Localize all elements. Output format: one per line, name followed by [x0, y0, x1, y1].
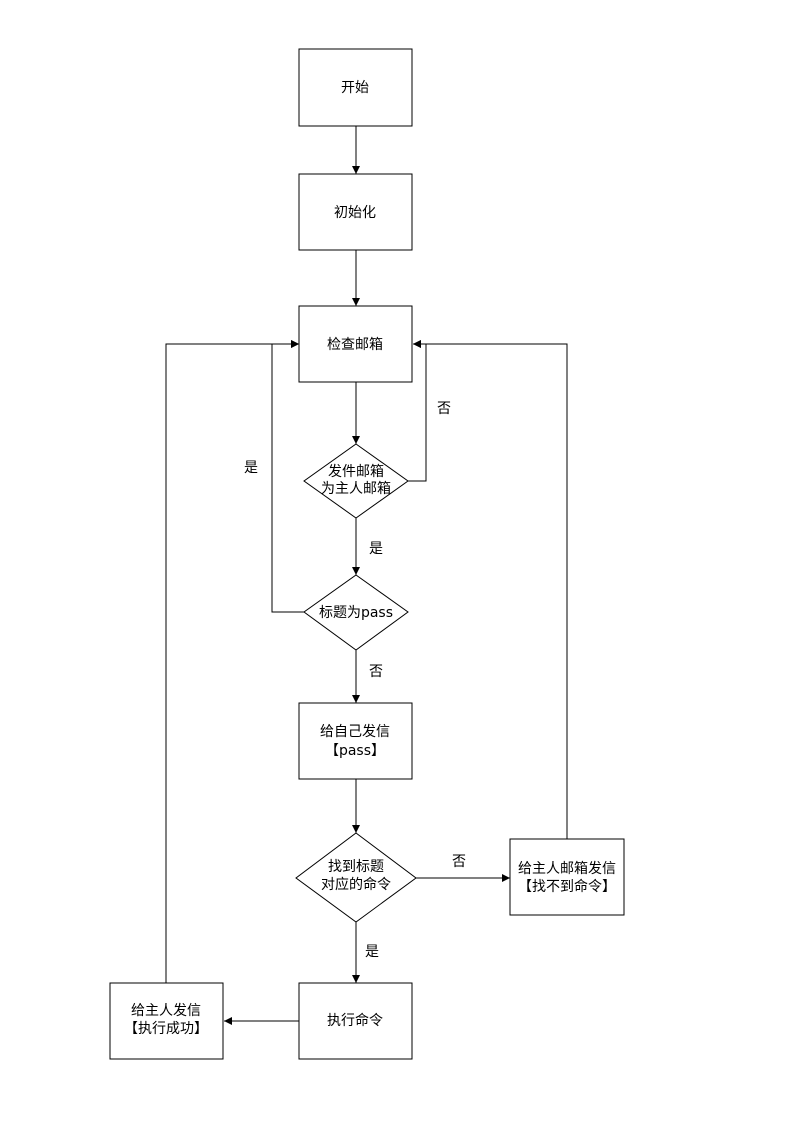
node-check-mail: 检查邮箱 — [298, 305, 413, 383]
node-send-self-line2: 【pass】 — [325, 743, 385, 759]
decision-title-is-pass: 标题为pass — [303, 574, 409, 651]
edge-label-sender-yes: 是 — [369, 541, 383, 557]
edge-label-find-yes: 是 — [365, 944, 379, 960]
decision-sender-is-owner: 发件邮箱 为主人邮箱 — [303, 443, 409, 519]
node-execute-label: 执行命令 — [327, 1012, 383, 1029]
decision-sender-line1: 发件邮箱 — [328, 464, 384, 480]
decision-find-line1: 找到标题 — [328, 859, 384, 875]
node-check-mail-label: 检查邮箱 — [327, 337, 383, 353]
edge-label-sender-no: 否 — [437, 401, 451, 417]
node-notify-not-found-line2: 【找不到命令】 — [518, 878, 616, 895]
node-send-self-line1: 给自己发信 — [320, 724, 390, 740]
edge-title-yes-loop — [271, 340, 304, 613]
edge-success-loop — [165, 340, 299, 983]
node-notify-success: 给主人发信 【执行成功】 — [109, 982, 224, 1060]
node-notify-success-line1: 给主人发信 — [131, 1003, 201, 1019]
edge-label-title-no: 否 — [369, 664, 383, 680]
decision-find-command: 找到标题 对应的命令 — [295, 832, 417, 923]
node-execute: 执行命令 — [298, 982, 413, 1060]
node-send-self: 给自己发信 【pass】 — [298, 702, 413, 780]
decision-find-line2: 对应的命令 — [321, 876, 391, 893]
edge-notfound-loop — [413, 340, 568, 839]
edge-label-title-yes: 是 — [244, 460, 258, 476]
node-init: 初始化 — [298, 173, 413, 251]
node-notify-not-found: 给主人邮箱发信 【找不到命令】 — [509, 838, 625, 916]
node-notify-success-line2: 【执行成功】 — [124, 1021, 208, 1037]
decision-sender-line2: 为主人邮箱 — [321, 481, 391, 497]
node-init-label: 初始化 — [334, 204, 376, 221]
node-start-label: 开始 — [341, 80, 369, 96]
edge-label-find-no: 否 — [452, 854, 466, 870]
decision-title-label: 标题为pass — [319, 605, 393, 621]
node-notify-not-found-line1: 给主人邮箱发信 — [518, 861, 616, 877]
node-start: 开始 — [298, 48, 413, 127]
